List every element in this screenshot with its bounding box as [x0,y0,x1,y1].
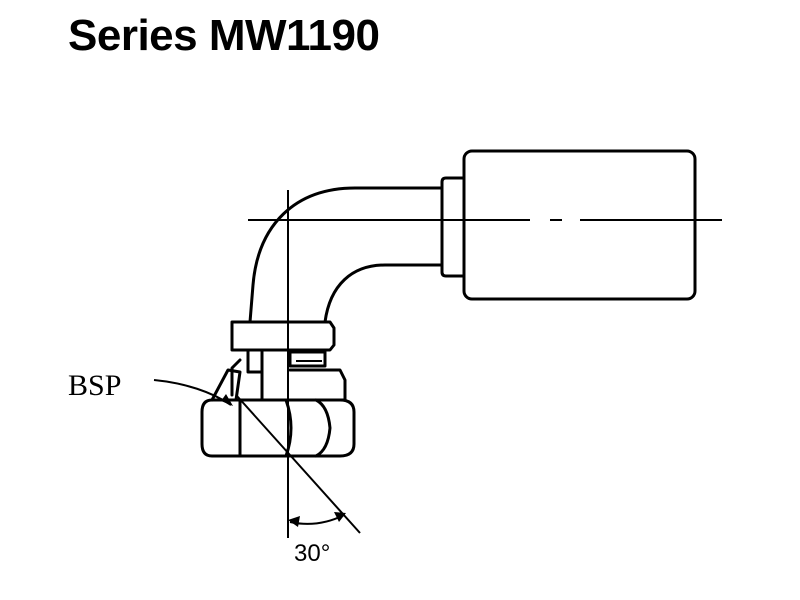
bsp-label: BSP [68,369,121,402]
bsp-leader [153,379,233,406]
elbow-inner-wall [323,263,444,324]
collar [440,176,466,278]
angle-dimension-arc [288,512,346,527]
angle-label: 30° [294,540,330,567]
page-title: Series MW1190 [68,11,380,60]
elbow-outer-wall [248,186,444,324]
bsp-seat [210,368,242,402]
angle-line [236,395,361,534]
hex-nut [200,398,356,458]
top-flange [230,320,336,352]
sleeve [462,149,697,301]
